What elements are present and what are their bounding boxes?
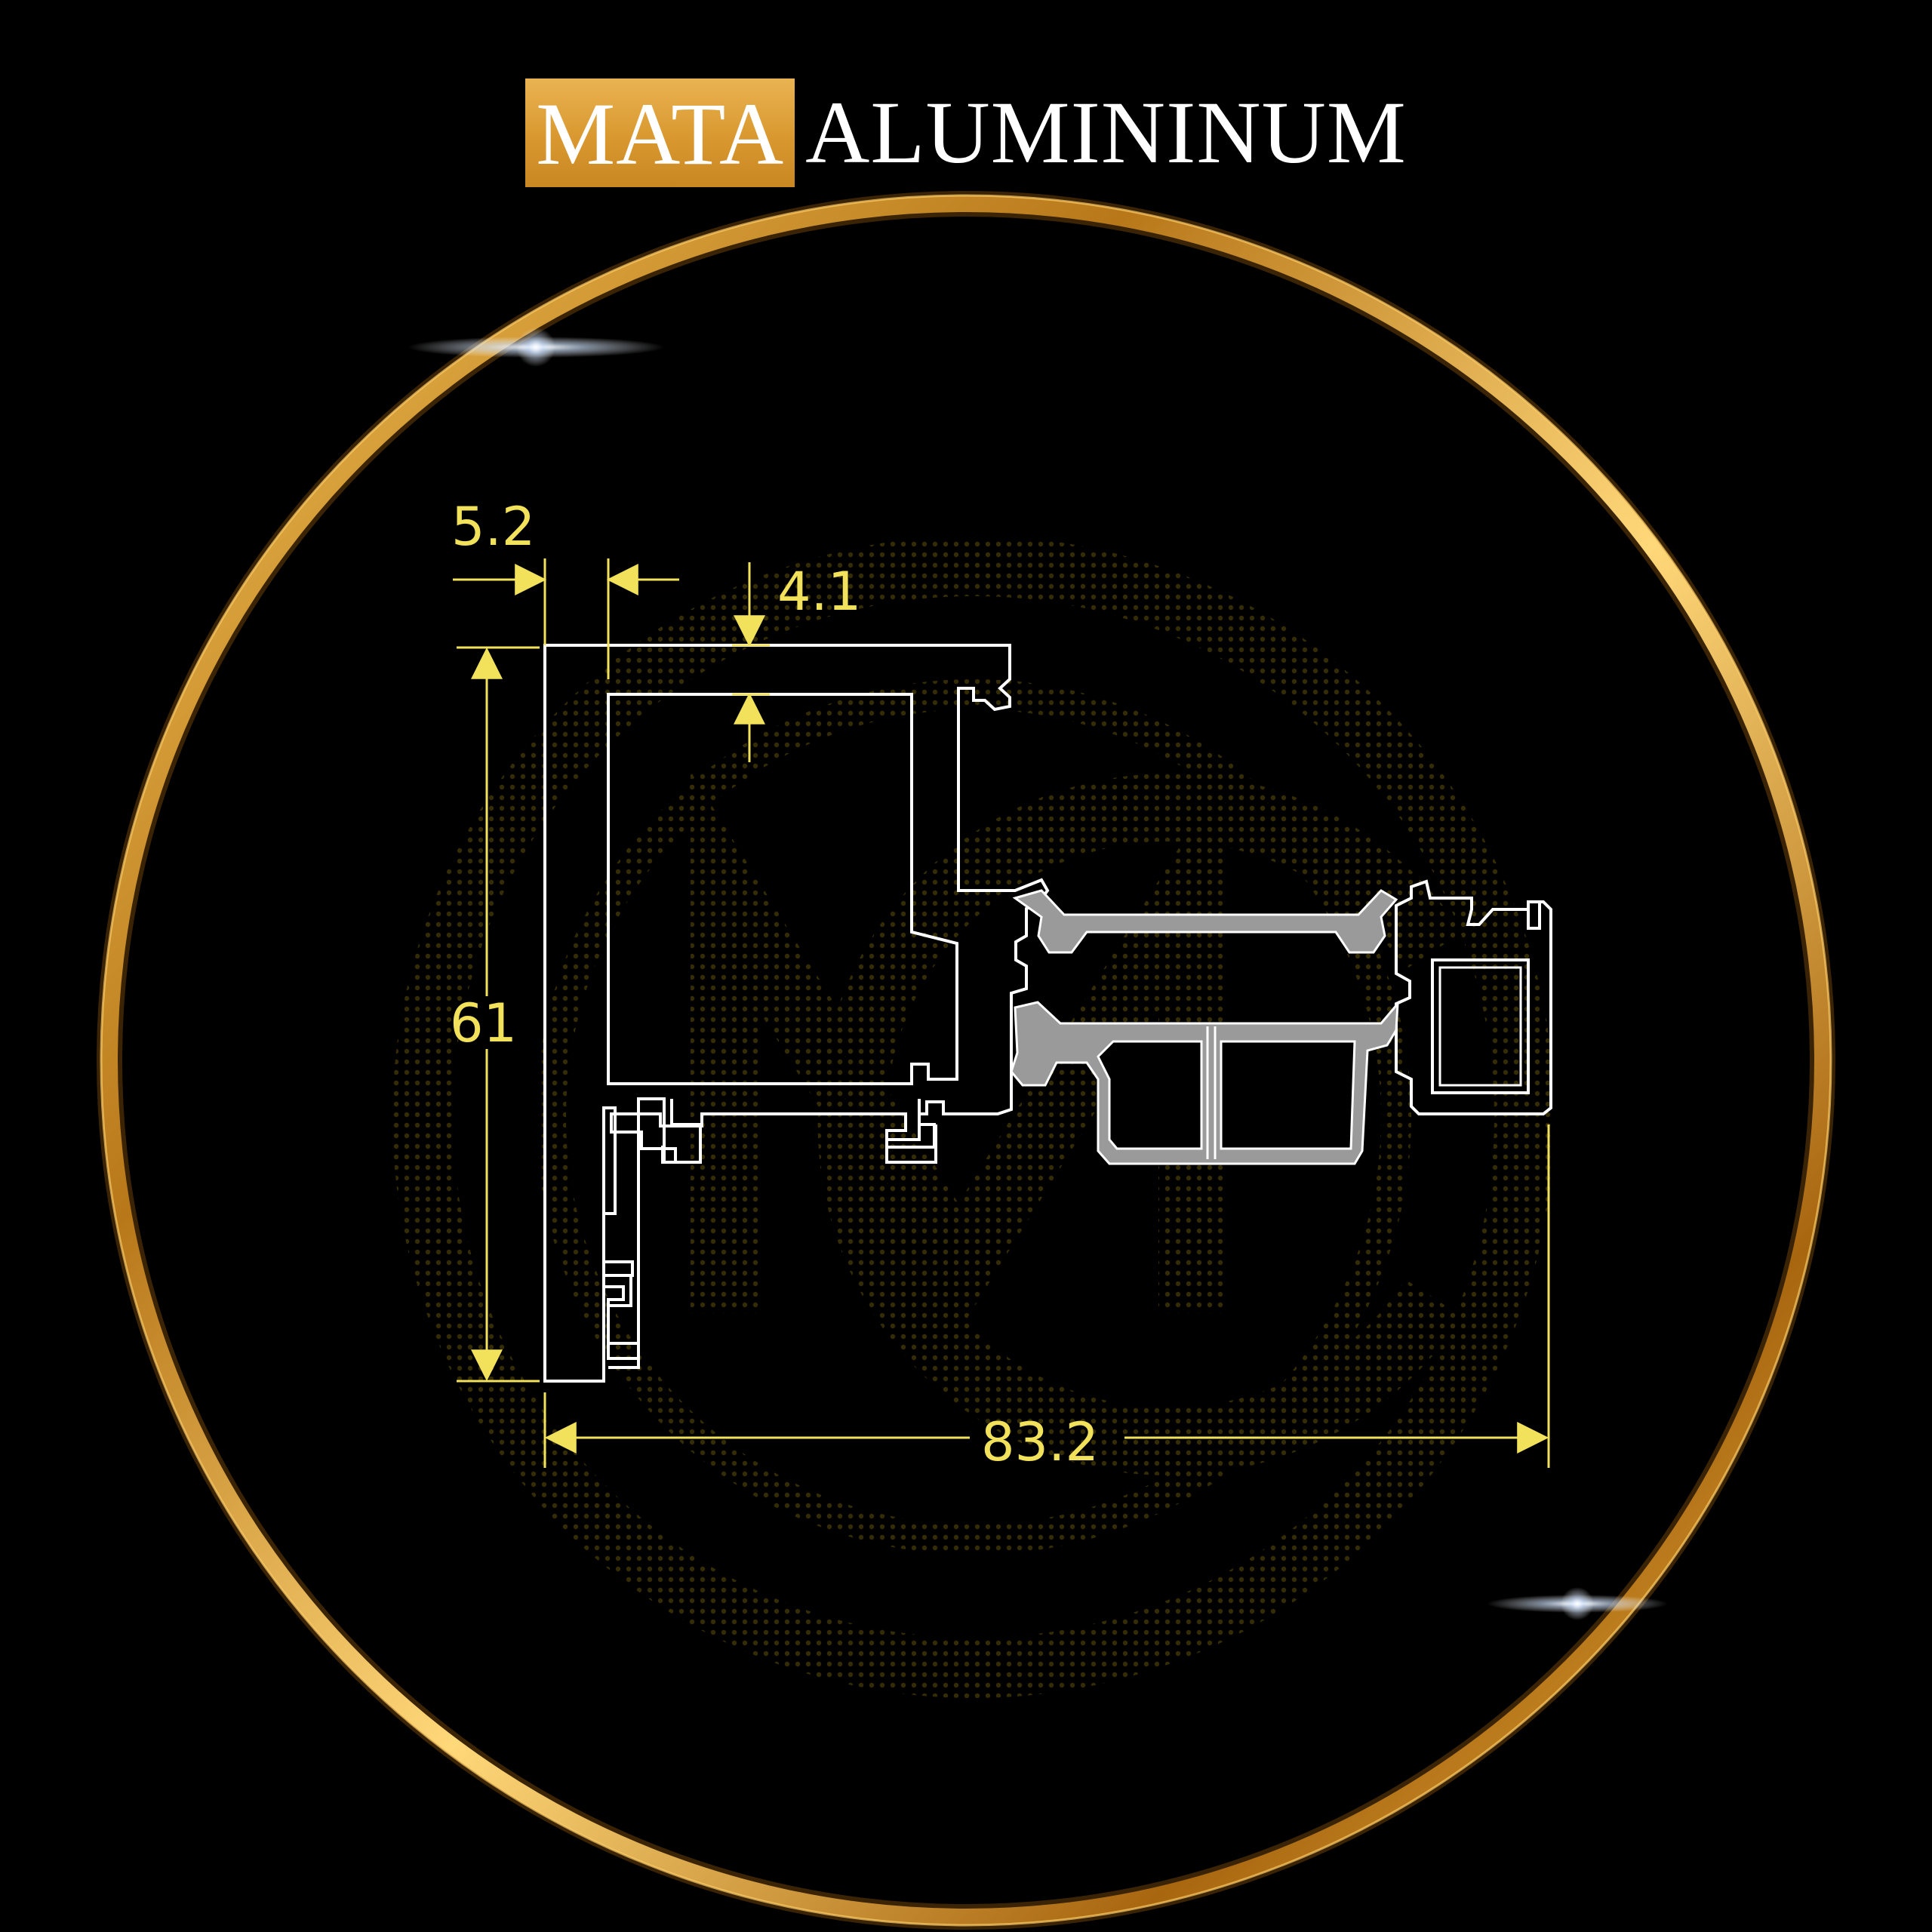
sash-inner-box bbox=[1431, 958, 1530, 1094]
bottom-flange-left-hook bbox=[661, 1099, 702, 1164]
frame-inner-cavity bbox=[607, 693, 958, 1085]
aluminium-profile bbox=[543, 644, 1552, 1383]
sash-outline bbox=[1395, 879, 1552, 1115]
dim-label-width: 83.2 bbox=[981, 1411, 1099, 1473]
brand-header: MATA ALUMININUM bbox=[0, 78, 1932, 187]
bottom-flange-right-hook bbox=[885, 1099, 937, 1164]
dimension-annotations bbox=[453, 558, 1550, 1468]
dimension-labels: 5.2 4.1 61 83.2 bbox=[450, 496, 1099, 1473]
leg-notch bbox=[608, 1274, 640, 1369]
thermal-strip-inner bbox=[1097, 1040, 1203, 1150]
thermal-strip-top bbox=[1012, 889, 1398, 954]
dim-label-top-gap: 4.1 bbox=[777, 561, 861, 623]
sash-inner-box-inset bbox=[1438, 966, 1522, 1087]
thermal-strip-inner-right bbox=[1220, 1040, 1356, 1150]
sparkle-bottom-right bbox=[1487, 1587, 1668, 1620]
thermal-break bbox=[1010, 889, 1399, 1165]
brand-highlight-word: MATA bbox=[536, 85, 785, 183]
brand-highlight-box: MATA bbox=[525, 78, 795, 187]
thermal-strip-divider bbox=[1206, 1026, 1217, 1159]
gold-ring bbox=[97, 191, 1835, 1930]
dim-label-wall-thickness: 5.2 bbox=[451, 496, 535, 558]
sash-right-lip bbox=[1527, 902, 1541, 930]
dim-label-height: 61 bbox=[450, 992, 517, 1054]
sparkle-top-left bbox=[408, 328, 664, 367]
brand-rest-word: ALUMININUM bbox=[805, 83, 1407, 182]
